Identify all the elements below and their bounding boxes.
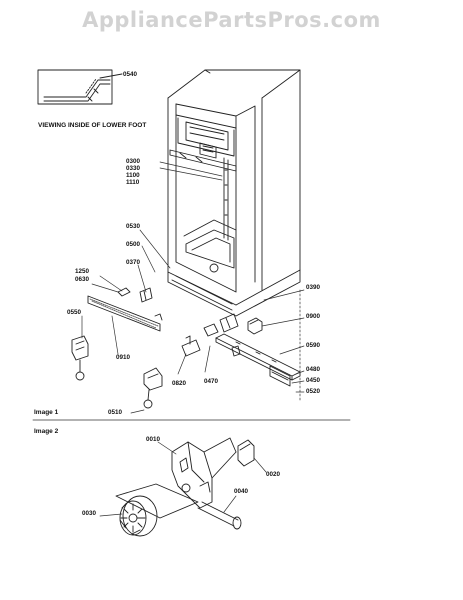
part-label-0040: 0040 [234,488,249,495]
part-label-0520: 0520 [306,388,321,395]
part-label-0020: 0020 [266,471,281,478]
cabinet [168,70,300,316]
part-label-0510: 0510 [108,409,123,416]
leader-lines-image2 [100,442,266,516]
part-label-0590: 0590 [306,342,321,349]
lower-left-parts [72,288,240,408]
caster-assembly [116,438,254,536]
part-label-1100: 1100 [126,172,140,179]
part-label-0300: 0300 [126,158,141,165]
caption-image1: Image 1 [34,409,59,416]
part-label-0530: 0530 [126,223,141,230]
part-label-0450: 0450 [306,377,321,384]
part-label-0030: 0030 [82,510,97,517]
caption-image2: Image 2 [34,428,59,435]
part-label-0550: 0550 [67,309,82,316]
part-label-0010: 0010 [146,436,161,443]
part-label-0910: 0910 [116,354,131,361]
part-label-0500: 0500 [126,241,141,248]
part-label-0820: 0820 [172,380,187,387]
part-label-0900: 0900 [306,313,321,320]
leader-lines-image1 [82,162,304,413]
part-label-0540: 0540 [123,71,138,78]
part-label-0370: 0370 [126,259,141,266]
caption-lower-foot: VIEWING INSIDE OF LOWER FOOT [38,122,147,129]
part-label-0480: 0480 [306,366,321,373]
part-label-0470: 0470 [204,378,219,385]
part-label-0630: 0630 [75,276,90,283]
part-label-1250: 1250 [75,268,90,275]
watermark: AppliancePartsPros.com [82,8,381,32]
part-label-0330: 0330 [126,165,141,172]
part-label-0390: 0390 [306,284,321,291]
lower-foot-inset [38,70,122,104]
lower-right-parts [216,318,300,386]
part-label-1110: 1110 [126,179,140,186]
